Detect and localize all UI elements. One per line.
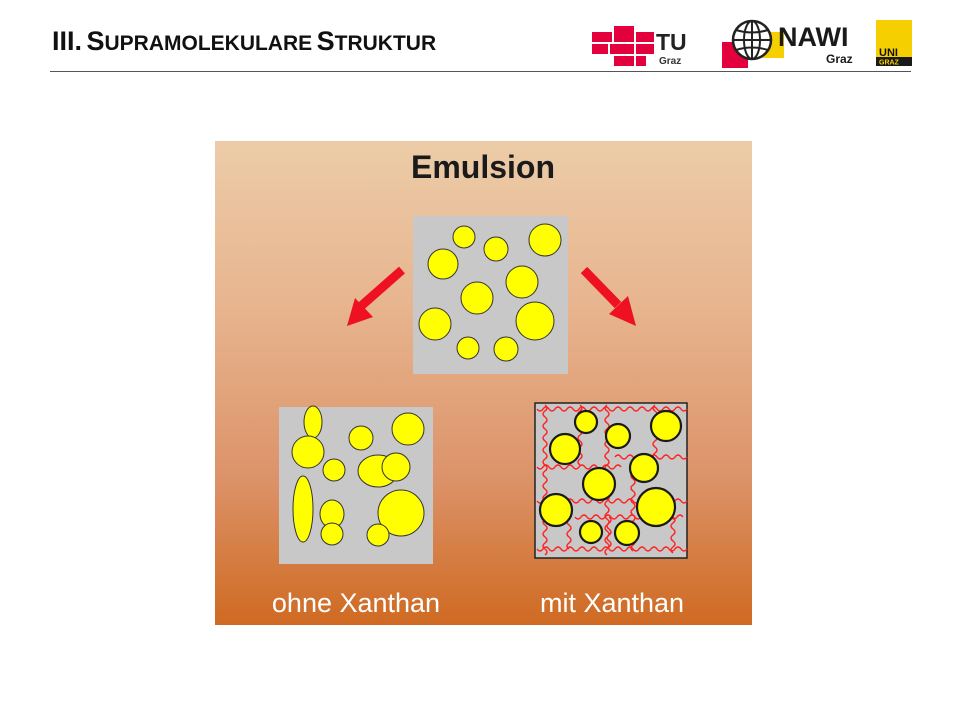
svg-text:NAWI: NAWI	[778, 22, 849, 52]
title-word-1-rest: UPRAMOLEKULARE	[104, 32, 313, 55]
uni-graz-logo: UNI GRAZ	[876, 20, 912, 66]
svg-text:UNI: UNI	[879, 47, 898, 59]
emulsion-panel	[413, 216, 568, 374]
title-word-1-initial: S	[86, 26, 105, 56]
slide-title: III. SUPRAMOLEKULARE STRUKTUR	[52, 28, 436, 55]
emulsion-figure: Emulsion	[215, 141, 752, 625]
title-word-2-initial: S	[316, 26, 335, 56]
caption-ohne-xanthan: ohne Xanthan	[272, 588, 440, 618]
nawi-graz-logo: NAWI Graz	[722, 19, 853, 68]
title-divider	[50, 71, 911, 72]
tu-graz-logo: TU Graz	[592, 26, 687, 67]
svg-text:Graz: Graz	[826, 52, 853, 66]
panel-ohne-xanthan	[279, 405, 433, 564]
figure-heading: Emulsion	[411, 149, 555, 185]
arrow-left-icon	[347, 266, 405, 326]
arrow-right-icon	[580, 266, 636, 326]
svg-text:Graz: Graz	[659, 56, 681, 67]
svg-text:GRAZ: GRAZ	[879, 60, 900, 67]
title-number: III.	[52, 26, 83, 56]
svg-text:TU: TU	[656, 29, 687, 55]
panel-mit-xanthan	[534, 402, 688, 559]
caption-mit-xanthan: mit Xanthan	[540, 588, 684, 618]
title-word-2-rest: TRUKTUR	[334, 32, 437, 55]
